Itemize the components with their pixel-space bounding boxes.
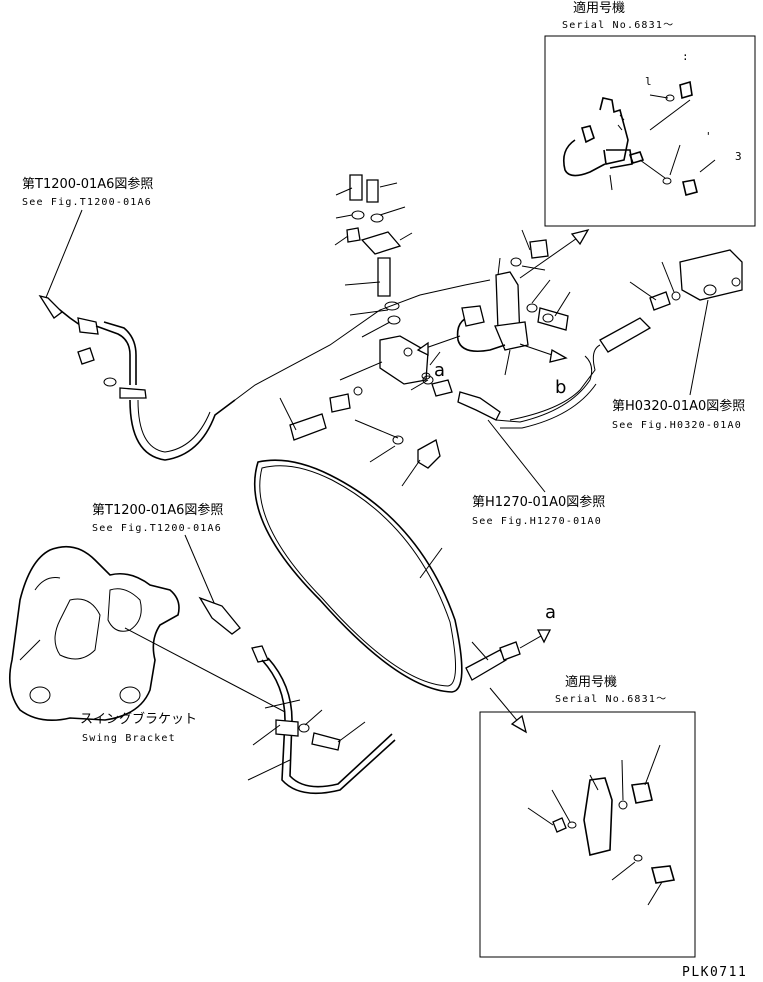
inset-top-serial: Serial No.6831〜	[562, 20, 674, 31]
ref-label-h1270: 第H1270-01A0図参照 See Fig.H1270-01A0	[472, 419, 605, 527]
swing-bracket-drawing	[9, 545, 286, 721]
inset-bottom: 適用号機 Serial No.6831〜	[479, 674, 696, 958]
ref-en: See Fig.T1200-01A6	[92, 523, 222, 534]
far-right-valve	[509, 249, 743, 421]
leader-line	[184, 534, 216, 606]
inset-top-callout-1: :	[682, 50, 689, 63]
inset-bottom-bracket-drawing	[527, 744, 676, 906]
inset-top-bracket-drawing	[562, 80, 716, 196]
ref-label-h0320: 第H0320-01A0図参照 See Fig.H0320-01A0	[612, 299, 745, 431]
ref-en: See Fig.T1200-01A6	[22, 197, 152, 208]
page-code: PLK0711	[682, 965, 747, 980]
marker-a-upper: a	[434, 360, 445, 381]
inset-top-callout-4: 3	[735, 150, 742, 163]
hose-loop	[253, 459, 463, 693]
leader-line	[44, 209, 83, 301]
ref-jp: 第H1270-01A0図参照	[472, 494, 605, 510]
swing-bracket-label-jp: スイングブラケット	[80, 711, 197, 727]
inset-bottom-title: 適用号機	[565, 674, 617, 690]
upper-left-hose	[38, 294, 236, 461]
marker-b: b	[555, 377, 566, 398]
ref-jp: 第T1200-01A6図参照	[22, 176, 153, 192]
inset-top-title: 適用号機	[573, 0, 625, 16]
leader-line	[487, 419, 546, 493]
ref-label-t1200-mid: 第T1200-01A6図参照 See Fig.T1200-01A6	[92, 502, 223, 606]
inset-top-callout-3: '	[705, 130, 712, 143]
right-bracket-assembly	[456, 228, 590, 376]
ref-jp: 第T1200-01A6図参照	[92, 502, 223, 518]
lower-hose	[198, 596, 396, 795]
inset-top-frame	[544, 35, 756, 227]
inset-bottom-frame	[479, 711, 696, 958]
marker-a-lower: a	[545, 602, 556, 623]
ref-en: See Fig.H1270-01A0	[472, 516, 602, 527]
leader-line	[689, 299, 709, 396]
upper-right-pipe	[234, 279, 597, 429]
inset-top: 適用号機 Serial No.6831〜 : l ' 3	[544, 0, 756, 227]
ref-label-t1200-top: 第T1200-01A6図参照 See Fig.T1200-01A6	[22, 176, 153, 301]
inset-top-callout-2: l	[645, 75, 652, 88]
lower-right-connector	[465, 629, 552, 734]
center-valve-assembly	[279, 174, 461, 487]
swing-bracket-label-en: Swing Bracket	[82, 733, 176, 744]
ref-jp: 第H0320-01A0図参照	[612, 398, 745, 414]
ref-en: See Fig.H0320-01A0	[612, 420, 742, 431]
inset-bottom-serial: Serial No.6831〜	[555, 694, 667, 705]
